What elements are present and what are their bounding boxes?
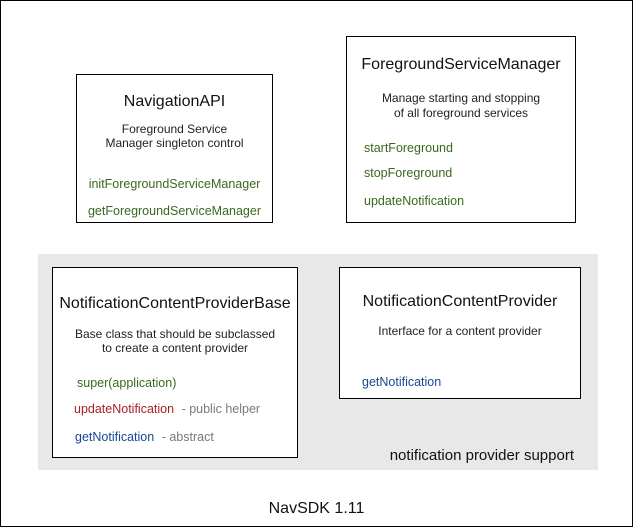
- class-title: NotificationContentProviderBase: [59, 295, 291, 312]
- class-box-notification-content-provider: NotificationContentProvider Interface fo…: [339, 267, 581, 399]
- class-title: ForegroundServiceManager: [361, 56, 561, 73]
- method-stopforeground: stopForeground: [364, 166, 453, 180]
- class-description: Base class that should be subclassed to …: [74, 327, 276, 355]
- class-box-notification-content-provider-base: NotificationContentProviderBase Base cla…: [52, 267, 298, 458]
- diagram-caption: NavSDK 1.11: [268, 500, 365, 517]
- method-name: updateNotification: [74, 402, 175, 416]
- method-startforeground: startForeground: [364, 141, 453, 155]
- method-getnotification: getNotification: [362, 375, 442, 389]
- class-description: Manage starting and stopping of all fore…: [381, 91, 541, 120]
- class-title: NavigationAPI: [123, 93, 226, 110]
- class-description: Foreground Service Manager singleton con…: [105, 122, 244, 150]
- method-getforegroundservicemanager: getForegroundServiceManager: [87, 204, 262, 218]
- method-updatenotification: updateNotification - public helper: [74, 402, 260, 416]
- method-name: getNotification: [75, 430, 155, 444]
- method-updatenotification: updateNotification: [364, 194, 465, 208]
- panel-label: notification provider support: [389, 447, 574, 464]
- method-note: - abstract: [161, 430, 214, 444]
- method-getnotification: getNotification - abstract: [75, 430, 214, 444]
- method-note: - public helper: [181, 402, 261, 416]
- class-title: NotificationContentProvider: [362, 293, 558, 310]
- method-initforegroundservicemanager: initForegroundServiceManager: [88, 177, 261, 191]
- class-description: Interface for a content provider: [378, 324, 542, 338]
- class-box-foreground-service-manager: ForegroundServiceManager Manage starting…: [346, 36, 576, 223]
- class-box-navigation-api: NavigationAPI Foreground Service Manager…: [76, 74, 273, 223]
- method-name: super(application): [77, 376, 177, 390]
- method-super-application: super(application): [77, 376, 176, 390]
